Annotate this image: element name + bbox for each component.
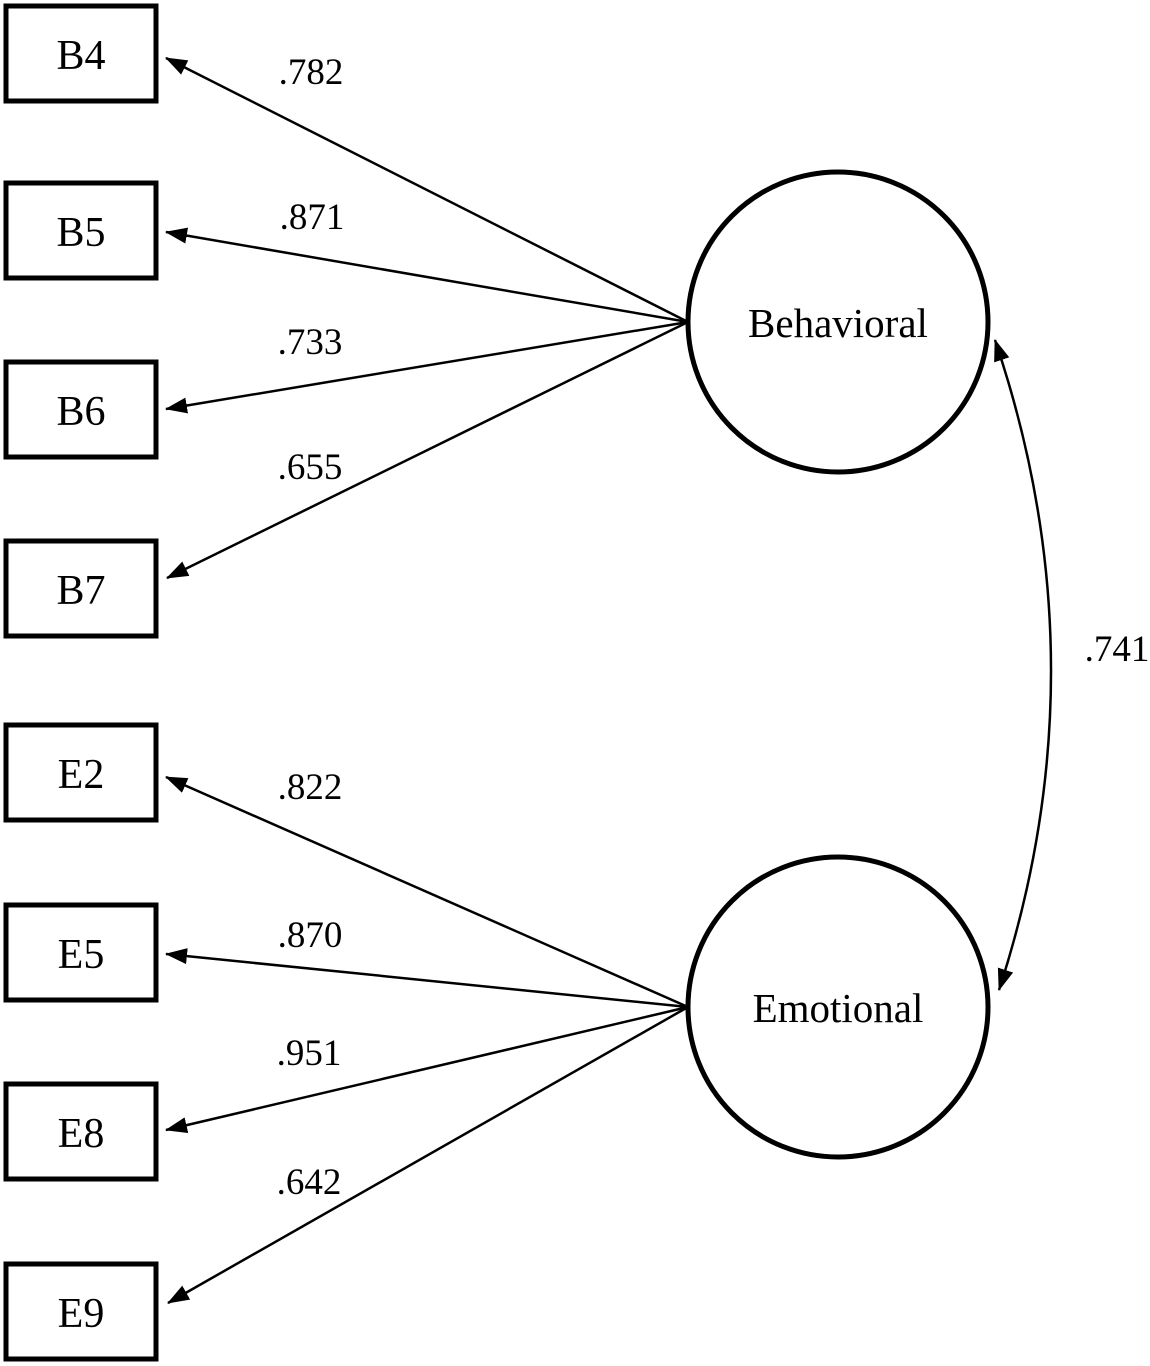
loading-value-e2: .822 xyxy=(278,767,343,808)
loading-value-e5: .870 xyxy=(278,915,343,956)
indicator-box-e2 xyxy=(3,722,159,823)
loading-value-b4: .782 xyxy=(279,52,344,93)
factor-circle-emotional xyxy=(685,854,991,1160)
loading-arrow-e9 xyxy=(167,1005,689,1305)
indicator-label-b7: B7 xyxy=(56,568,105,614)
loading-arrow-b4 xyxy=(165,56,689,324)
loading-value-e8: .951 xyxy=(277,1033,342,1074)
loading-value-b5: .871 xyxy=(280,197,345,238)
correlation-value: .741 xyxy=(1085,629,1150,670)
factor-label-emotional: Emotional xyxy=(753,985,924,1031)
indicator-label-e2: E2 xyxy=(58,752,105,798)
indicator-box-b4 xyxy=(3,3,159,104)
loading-arrow-b7 xyxy=(166,320,689,580)
indicator-box-b7 xyxy=(3,538,159,639)
indicator-box-e9 xyxy=(3,1261,159,1362)
factor-circle-behavioral xyxy=(685,169,991,475)
loading-arrow-e5 xyxy=(165,948,689,1009)
indicator-box-b5 xyxy=(3,180,159,281)
loading-arrow-e2 xyxy=(165,775,689,1009)
loading-arrow-b5 xyxy=(165,227,689,324)
indicator-box-e5 xyxy=(3,902,159,1003)
indicator-label-e5: E5 xyxy=(58,932,105,978)
indicator-label-e9: E9 xyxy=(58,1291,105,1337)
correlation-arrow xyxy=(993,339,1053,991)
indicator-box-b6 xyxy=(3,359,159,460)
loading-value-e9: .642 xyxy=(277,1162,342,1203)
loading-arrow-b6 xyxy=(165,320,689,414)
loading-value-b7: .655 xyxy=(278,447,343,488)
indicator-box-e8 xyxy=(3,1081,159,1182)
loading-value-b6: .733 xyxy=(278,322,343,363)
factor-label-behavioral: Behavioral xyxy=(748,300,928,346)
indicator-label-b6: B6 xyxy=(56,389,105,435)
indicator-label-e8: E8 xyxy=(58,1111,105,1157)
indicator-label-b5: B5 xyxy=(56,210,105,256)
loading-arrow-e8 xyxy=(165,1005,689,1133)
indicator-label-b4: B4 xyxy=(56,33,105,79)
